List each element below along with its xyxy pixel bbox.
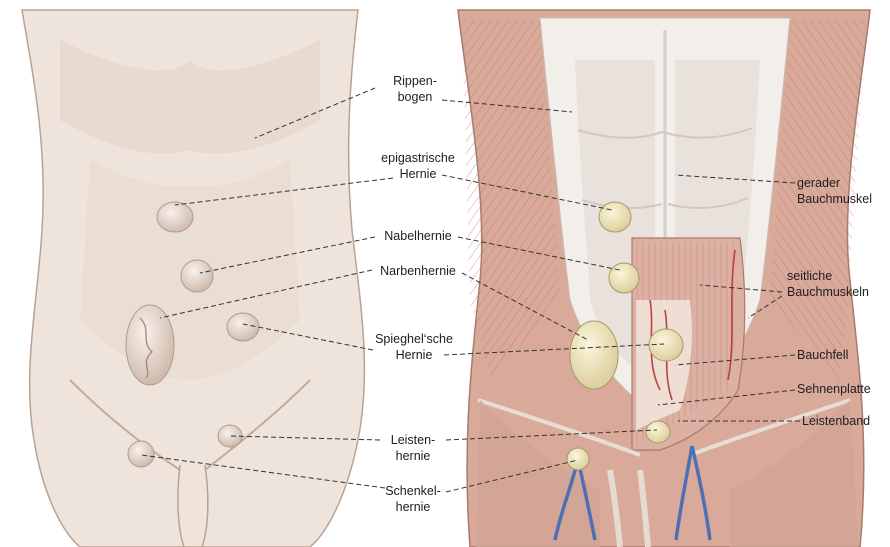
leader-rippenbogen-right — [441, 99, 573, 113]
leader-seitliche — [699, 284, 783, 293]
label-rippenbogen: Rippen-bogen — [393, 74, 437, 104]
left-scar-mark — [139, 317, 154, 379]
left-umbilical-bulge — [180, 259, 214, 293]
right-spermatic-cord — [607, 469, 651, 547]
leader-epigastric-left — [174, 177, 394, 206]
right-inguinal-ligament — [477, 398, 851, 457]
leader-incisional-left — [159, 269, 373, 319]
leader-seitliche-2 — [747, 295, 783, 319]
leader-femoral-right — [445, 459, 579, 493]
leader-femoral-left — [140, 454, 386, 489]
left-incisional-bulge — [125, 304, 175, 386]
leader-spigelian-right — [443, 343, 665, 356]
left-surface-figure — [21, 9, 366, 547]
right-anatomy-figure — [457, 9, 871, 547]
right-oblique-fibers-left — [462, 20, 560, 380]
leader-bauchfell — [674, 354, 796, 366]
left-groin-lines — [69, 379, 311, 471]
right-edge-artery — [727, 249, 736, 381]
leader-umbilical-left — [199, 236, 376, 274]
left-inguinal-bulge — [217, 424, 243, 448]
label-umbilical-hernia: Nabelhernie — [384, 229, 452, 243]
left-spigelian-bulge — [226, 312, 260, 342]
right-spigelian-sac — [648, 328, 684, 362]
right-incisional-sac — [569, 320, 619, 390]
leader-rippenbogen-left — [254, 87, 376, 139]
left-rib-margin-shading — [60, 40, 320, 154]
leader-inguinal-right — [445, 429, 658, 441]
right-peritoneum-layer — [636, 300, 692, 430]
leader-epigastric-right — [441, 174, 613, 211]
right-epigastric-sac — [598, 201, 632, 233]
leader-spigelian-left — [242, 323, 374, 351]
right-lower-fascia — [476, 400, 858, 547]
label-incisional-hernia: Narbenhernie — [380, 264, 456, 278]
label-inguinal-hernia: Leisten-hernie — [390, 433, 436, 463]
leader-lines — [140, 87, 800, 493]
left-epigastric-bulge — [156, 201, 194, 233]
label-femoral-hernia: Schenkel-hernie — [385, 484, 441, 514]
right-femoral-sac — [566, 447, 590, 471]
left-genital-outline — [177, 464, 209, 547]
label-inguinal-ligament: Leistenband — [802, 414, 871, 428]
leader-gerader — [674, 174, 796, 184]
leader-inguinal-left — [229, 435, 381, 441]
left-femoral-bulge — [127, 440, 155, 468]
right-inguinal-sac — [645, 420, 671, 444]
leader-umbilical-right — [457, 236, 621, 271]
label-peritoneum: Bauchfell — [797, 348, 849, 362]
right-femoral-vein-right — [674, 445, 712, 541]
leader-sehnenplatte — [657, 389, 796, 406]
label-aponeurosis: Sehnenplatte — [797, 382, 871, 396]
right-oblique-fibers-right — [770, 20, 866, 380]
right-umbilical-sac — [608, 262, 640, 294]
